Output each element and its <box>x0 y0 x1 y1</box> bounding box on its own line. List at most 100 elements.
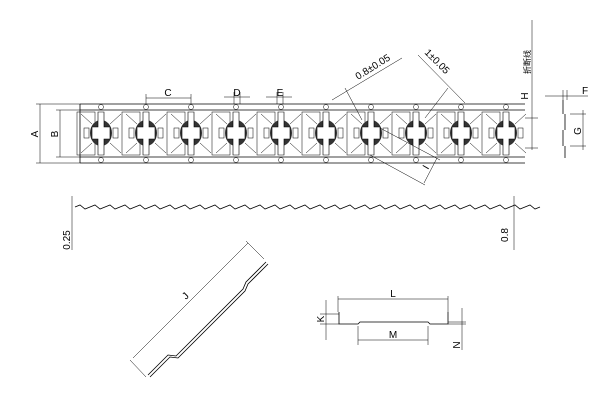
terminal-leg <box>440 113 482 154</box>
carrier-strip-top-view <box>76 103 527 164</box>
label-g: G <box>573 127 584 135</box>
contact-pad <box>517 127 524 139</box>
terminal-cross <box>361 111 381 156</box>
label-a: A <box>30 130 41 137</box>
contact-pad <box>128 127 135 139</box>
contact-pad <box>202 127 209 139</box>
pilot-hole <box>458 104 464 110</box>
terminal-unit <box>256 104 302 163</box>
terminal-unit <box>301 104 347 163</box>
label-thickness-right: 0.8 <box>500 228 511 242</box>
contact-pad <box>157 127 164 139</box>
dimension-a: A <box>30 103 80 164</box>
pilot-hole <box>413 104 419 110</box>
dimension-d: D <box>224 88 250 104</box>
label-k: K <box>316 315 327 322</box>
dimension-e: E <box>266 88 292 104</box>
label-l: L <box>390 289 396 300</box>
label-thickness-left: 0.25 <box>62 230 73 250</box>
pilot-hole <box>323 157 329 163</box>
terminal-unit <box>166 104 212 163</box>
pilot-hole <box>458 157 464 163</box>
contact-pad <box>218 127 225 139</box>
terminal-leg <box>305 113 347 154</box>
terminal-side-view-l: L M K N <box>316 289 466 350</box>
tolerance-spacing: 1±0.05 <box>417 47 466 119</box>
terminal-unit <box>76 104 122 163</box>
contact-pad <box>308 127 315 139</box>
pilot-hole <box>188 104 194 110</box>
contact-pad <box>472 127 479 139</box>
side-view: F G <box>545 86 588 158</box>
terminal-unit <box>481 104 527 163</box>
terminal-unit <box>436 104 482 163</box>
label-f: F <box>582 86 588 97</box>
terminal-side-view-j: J <box>129 240 269 378</box>
contact-pad <box>292 127 299 139</box>
terminal-unit <box>391 104 437 163</box>
pilot-hole <box>98 104 104 110</box>
contact-pad <box>398 127 405 139</box>
pilot-hole <box>368 157 374 163</box>
label-n: N <box>452 341 463 348</box>
label-i: I <box>421 164 432 172</box>
terminal-leg <box>170 113 212 154</box>
pilot-hole <box>278 157 284 163</box>
strip-profile-view: 0.25 0.8 <box>62 196 541 250</box>
pilot-hole <box>323 104 329 110</box>
terminal-leg <box>395 113 437 154</box>
contact-pad <box>353 127 360 139</box>
contact-pad <box>112 127 119 139</box>
pilot-hole <box>503 157 509 163</box>
contact-pad <box>263 127 270 139</box>
pilot-hole <box>188 157 194 163</box>
terminal-cross <box>316 111 336 156</box>
terminal-leg <box>80 113 122 154</box>
terminal-leg <box>260 113 302 154</box>
terminal-cross <box>271 111 291 156</box>
contact-pad <box>247 127 254 139</box>
terminal-leg <box>215 113 257 154</box>
label-e: E <box>277 88 284 99</box>
pilot-hole <box>278 104 284 110</box>
terminal-leg <box>125 113 167 154</box>
contact-pad <box>382 127 389 139</box>
label-h: H <box>520 92 531 99</box>
terminal-cross <box>226 111 246 156</box>
label-d: D <box>233 88 240 99</box>
label-j: J <box>180 291 191 302</box>
pilot-hole <box>368 104 374 110</box>
pilot-hole <box>143 157 149 163</box>
label-width-tolerance: 0.8±0.05 <box>354 52 393 82</box>
terminal-cross <box>406 111 426 156</box>
terminal-leg <box>350 113 392 154</box>
label-break-line: 折断线 <box>522 50 532 74</box>
terminal-cross <box>91 111 111 156</box>
dimension-b: B <box>50 109 80 158</box>
label-c: C <box>164 88 171 99</box>
pilot-hole <box>503 104 509 110</box>
pilot-hole <box>413 157 419 163</box>
contact-pad <box>337 127 344 139</box>
dimension-i: I <box>369 127 441 186</box>
terminal-cross <box>496 111 516 156</box>
pilot-hole <box>98 157 104 163</box>
terminal-cross <box>181 111 201 156</box>
label-spacing-tolerance: 1±0.05 <box>422 47 452 77</box>
contact-pad <box>83 127 90 139</box>
terminal-cross <box>451 111 471 156</box>
dimension-c: C <box>145 88 192 104</box>
pilot-hole <box>233 104 239 110</box>
label-b: B <box>50 130 61 137</box>
label-m: M <box>389 330 397 341</box>
contact-pad <box>443 127 450 139</box>
terminal-unit <box>346 104 392 163</box>
terminal-unit <box>211 104 257 163</box>
pilot-hole <box>143 104 149 110</box>
terminal-leg <box>485 113 527 154</box>
contact-pad <box>488 127 495 139</box>
contact-pad <box>427 127 434 139</box>
contact-pad <box>173 127 180 139</box>
dimension-h: H 折断线 <box>520 20 538 150</box>
